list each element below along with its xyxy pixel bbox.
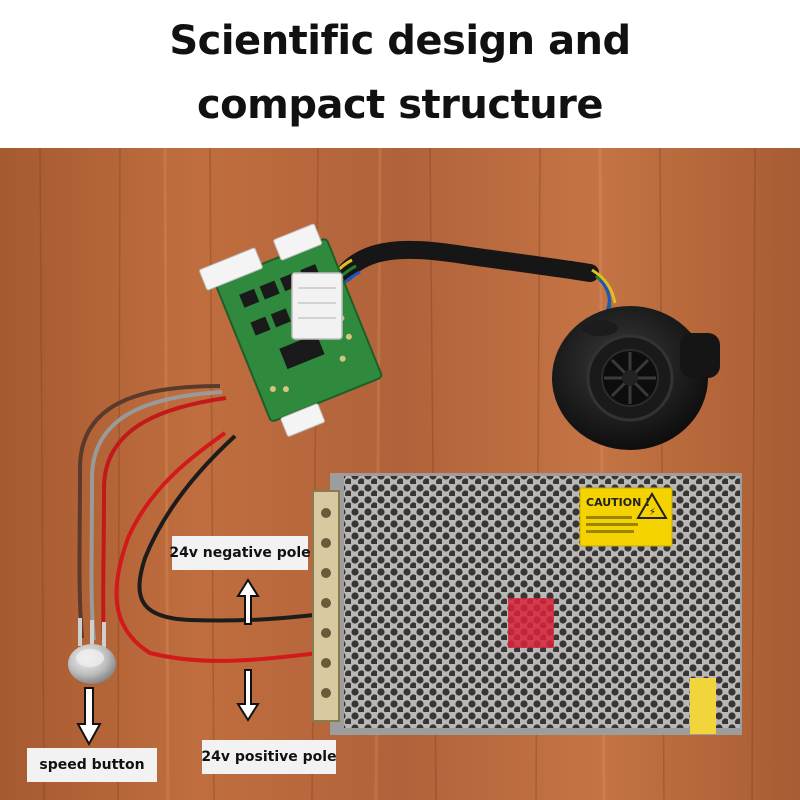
arrow-speed-button [76, 687, 102, 747]
blower [552, 306, 720, 450]
speed-knob [68, 618, 116, 684]
wire-pot-red [101, 396, 227, 643]
caution-sign: CAUTION ! ⚡ [579, 487, 673, 547]
wire-power-black [137, 434, 331, 623]
label-positive-pole: 24v positive pole [201, 740, 337, 774]
wire-pot-grey [89, 390, 223, 641]
title-line-2: compact structure [196, 82, 604, 128]
wire-pot-brown [77, 384, 221, 639]
power-supply [312, 473, 742, 735]
wire-power-red [114, 431, 321, 663]
title-banner: Scientific design and compact structure [0, 0, 800, 148]
side-label [690, 678, 716, 734]
blower-cable [336, 240, 599, 282]
svg-text:⚡: ⚡ [649, 507, 656, 518]
arrow-positive-pole [236, 669, 260, 722]
title-line-1: Scientific design and [169, 18, 631, 64]
caution-sign-text: CAUTION ! [586, 496, 650, 509]
label-speed-button: speed button [27, 748, 157, 782]
cable-wires-right [591, 268, 617, 304]
red-component [508, 598, 554, 648]
motor-connector [291, 272, 343, 340]
label-negative-pole: 24v negative pole [169, 536, 311, 570]
arrow-negative-pole [236, 578, 260, 625]
product-photo: CAUTION ! ⚡ [0, 148, 800, 800]
